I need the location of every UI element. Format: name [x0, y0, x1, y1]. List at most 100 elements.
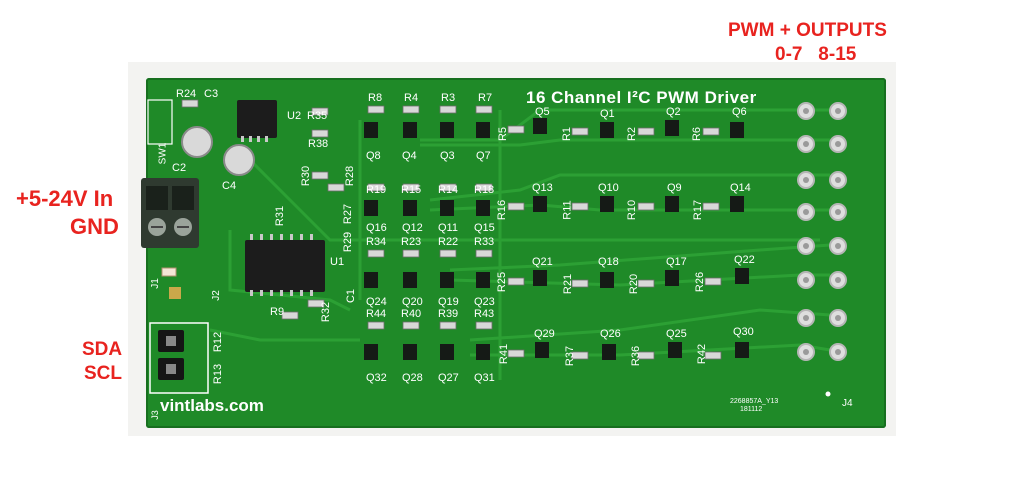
- label-q26: Q26: [600, 328, 621, 340]
- brand-label: vintlabs.com: [160, 396, 264, 415]
- label-r15: R15: [401, 184, 422, 196]
- label-u2: U2: [287, 110, 302, 122]
- transistor-packages: [364, 118, 749, 360]
- label-q17: Q17: [666, 256, 687, 268]
- power-led: [161, 267, 177, 277]
- label-r36: R36: [630, 345, 643, 367]
- label-j2: J2: [210, 290, 222, 301]
- label-r25: R25: [496, 271, 509, 293]
- label-q6: Q6: [732, 106, 747, 118]
- label-r30: R30: [300, 165, 313, 187]
- label-q7: Q7: [476, 150, 491, 162]
- label-r18: R18: [474, 184, 495, 196]
- label-r21: R21: [562, 273, 575, 295]
- label-r22: R22: [438, 236, 459, 248]
- date-code: 181112: [740, 406, 763, 413]
- label-q4: Q4: [402, 150, 417, 162]
- label-u1: U1: [330, 256, 345, 268]
- output-pad-holes: [803, 108, 841, 355]
- label-q22: Q22: [734, 254, 755, 266]
- label-sw1: SW1: [157, 142, 169, 165]
- label-r27: R27: [342, 203, 355, 225]
- label-r41: R41: [498, 343, 511, 365]
- label-r24: R24: [176, 88, 197, 100]
- label-r32: R32: [320, 301, 333, 323]
- label-r14: R14: [438, 184, 459, 196]
- label-r33: R33: [474, 236, 495, 248]
- power-terminal-block: [141, 178, 199, 248]
- pwm-outputs-ranges: 0-7 8-15: [775, 44, 857, 65]
- electrolytic-capacitors: [181, 126, 255, 176]
- label-c2: C2: [172, 162, 187, 174]
- scl-label: SCL: [84, 363, 122, 384]
- label-r23: R23: [401, 236, 422, 248]
- sw1-outline: [147, 99, 173, 145]
- label-c3: C3: [204, 88, 219, 100]
- label-c4: C4: [222, 180, 237, 192]
- label-q27: Q27: [438, 372, 459, 384]
- mounting-hole: [825, 391, 831, 397]
- label-r10: R10: [626, 199, 639, 221]
- label-q10: Q10: [598, 182, 619, 194]
- label-r16: R16: [496, 199, 509, 221]
- label-r39: R39: [438, 308, 459, 320]
- label-q21: Q21: [532, 256, 553, 268]
- label-q30: Q30: [733, 326, 754, 338]
- label-q12: Q12: [402, 222, 423, 234]
- ic-pins: [241, 136, 313, 296]
- label-q1: Q1: [600, 108, 615, 120]
- label-q24: Q24: [366, 296, 387, 308]
- label-q31: Q31: [474, 372, 495, 384]
- label-q19: Q19: [438, 296, 459, 308]
- label-q25: Q25: [666, 328, 687, 340]
- label-q2: Q2: [666, 106, 681, 118]
- label-q16: Q16: [366, 222, 387, 234]
- label-q15: Q15: [474, 222, 495, 234]
- label-q8: Q8: [366, 150, 381, 162]
- label-r28: R28: [344, 165, 357, 187]
- ic-chips: [237, 100, 325, 292]
- label-r1: R1: [561, 126, 574, 142]
- label-r38: R38: [308, 138, 329, 150]
- label-r17: R17: [692, 199, 705, 221]
- label-r11: R11: [561, 200, 574, 220]
- label-r20: R20: [628, 273, 641, 295]
- label-r42: R42: [696, 343, 709, 365]
- power-in-label: +5-24V In: [16, 186, 114, 211]
- label-q3: Q3: [440, 150, 455, 162]
- label-r8: R8: [368, 92, 383, 104]
- label-r9: R9: [270, 306, 285, 318]
- label-r7: R7: [478, 92, 493, 104]
- label-q11: Q11: [438, 222, 458, 234]
- label-r3: R3: [441, 92, 456, 104]
- label-q28: Q28: [402, 372, 423, 384]
- label-r31: R31: [274, 205, 287, 227]
- label-r13: R13: [212, 363, 225, 385]
- label-q20: Q20: [402, 296, 423, 308]
- header-pins: [149, 287, 209, 394]
- label-r26: R26: [694, 271, 707, 293]
- label-q29: Q29: [534, 328, 555, 340]
- label-q32: Q32: [366, 372, 387, 384]
- label-q23: Q23: [474, 296, 495, 308]
- resistor-packages: [181, 99, 722, 360]
- label-j1: J1: [149, 278, 161, 289]
- label-r35: R35: [307, 110, 328, 122]
- pwm-outputs-title: PWM + OUTPUTS: [728, 20, 887, 41]
- label-r2: R2: [626, 126, 639, 142]
- label-r6: R6: [691, 126, 704, 142]
- part-code: 2268857A_Y13: [730, 398, 779, 405]
- label-r44: R44: [366, 308, 387, 320]
- label-j4: J4: [842, 398, 853, 409]
- label-r40: R40: [401, 308, 422, 320]
- label-r12: R12: [212, 331, 225, 353]
- label-j3: J3: [149, 410, 160, 420]
- gnd-label: GND: [70, 214, 119, 239]
- label-c1: C1: [345, 288, 358, 304]
- label-r5: R5: [497, 126, 510, 142]
- label-q5: Q5: [535, 106, 550, 118]
- label-r34: R34: [366, 236, 387, 248]
- label-r4: R4: [404, 92, 419, 104]
- label-r43: R43: [474, 308, 495, 320]
